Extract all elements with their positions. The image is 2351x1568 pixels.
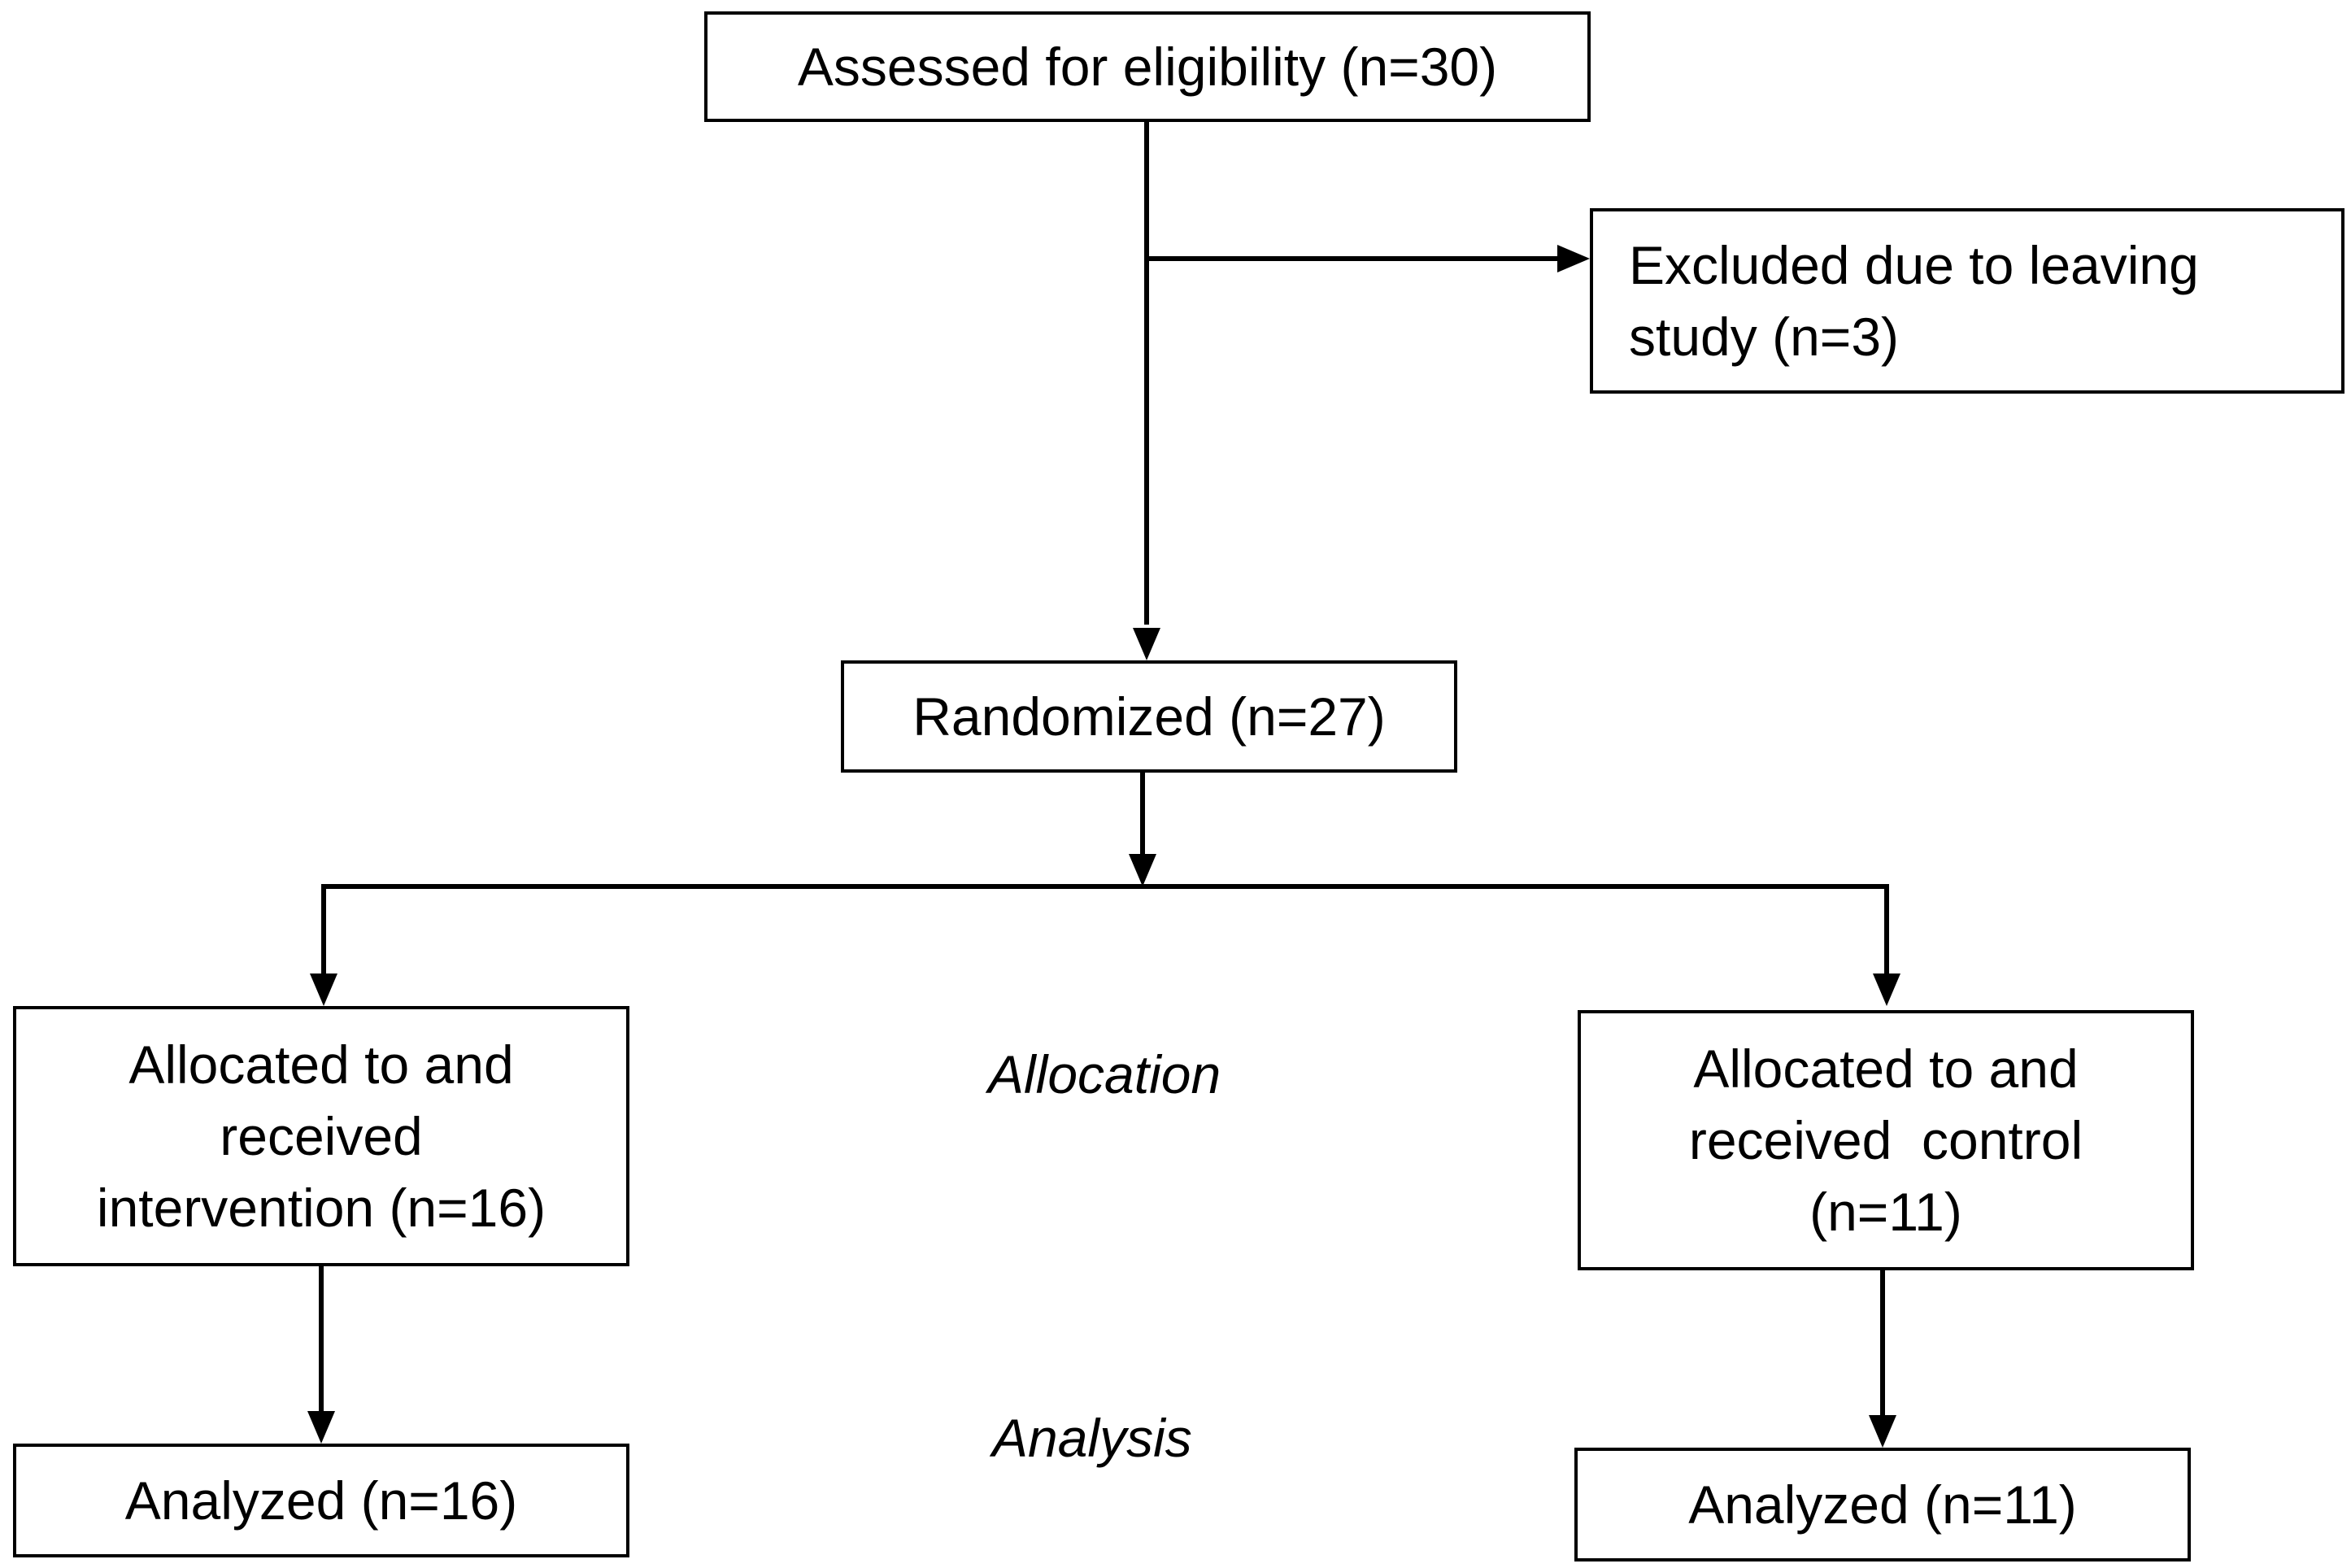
randomized-box: Randomized (n=27) (841, 660, 1457, 773)
randomized-line-1: Randomized (n=27) (912, 686, 1386, 747)
allocated-control-line-2: received control (1688, 1110, 2083, 1170)
arrowhead-to-randomized (1133, 628, 1160, 660)
allocated-control-line-3: (n=11) (1809, 1182, 1962, 1242)
stage-label-analysis: Analysis (992, 1408, 1192, 1468)
analyzed-control-box: Analyzed (n=11) (1574, 1448, 2191, 1561)
allocated-control-box: Allocated to and received control (n=11) (1578, 1010, 2194, 1270)
assessed-line-1: Assessed for eligibility (n=30) (797, 37, 1498, 97)
allocated-intervention-line-2: received (220, 1106, 423, 1166)
allocated-intervention-line-1: Allocated to and (128, 1034, 514, 1095)
analyzed-control-line-1: Analyzed (n=11) (1688, 1474, 2077, 1535)
arrowhead-to-analyzed-control (1869, 1415, 1896, 1448)
arrowhead-to-split (1129, 854, 1156, 886)
allocated-control-line-1: Allocated to and (1693, 1039, 2079, 1099)
arrowhead-to-control (1873, 973, 1900, 1006)
excluded-line-1: Excluded due to leaving (1629, 235, 2199, 295)
allocated-intervention-line-3: intervention (n=16) (96, 1178, 546, 1238)
excluded-box: Excluded due to leaving study (n=3) (1590, 208, 2344, 394)
stage-label-allocation: Allocation (988, 1044, 1221, 1104)
arrowhead-to-excluded (1557, 245, 1590, 272)
arrowhead-to-analyzed-intervention (307, 1411, 335, 1444)
arrowhead-to-intervention (310, 973, 337, 1006)
excluded-line-2: study (n=3) (1629, 307, 1899, 367)
allocated-intervention-box: Allocated to and received intervention (… (13, 1006, 629, 1266)
analyzed-intervention-box: Analyzed (n=16) (13, 1444, 629, 1557)
assessed-box: Assessed for eligibility (n=30) (704, 11, 1591, 122)
analyzed-intervention-line-1: Analyzed (n=16) (124, 1470, 518, 1531)
